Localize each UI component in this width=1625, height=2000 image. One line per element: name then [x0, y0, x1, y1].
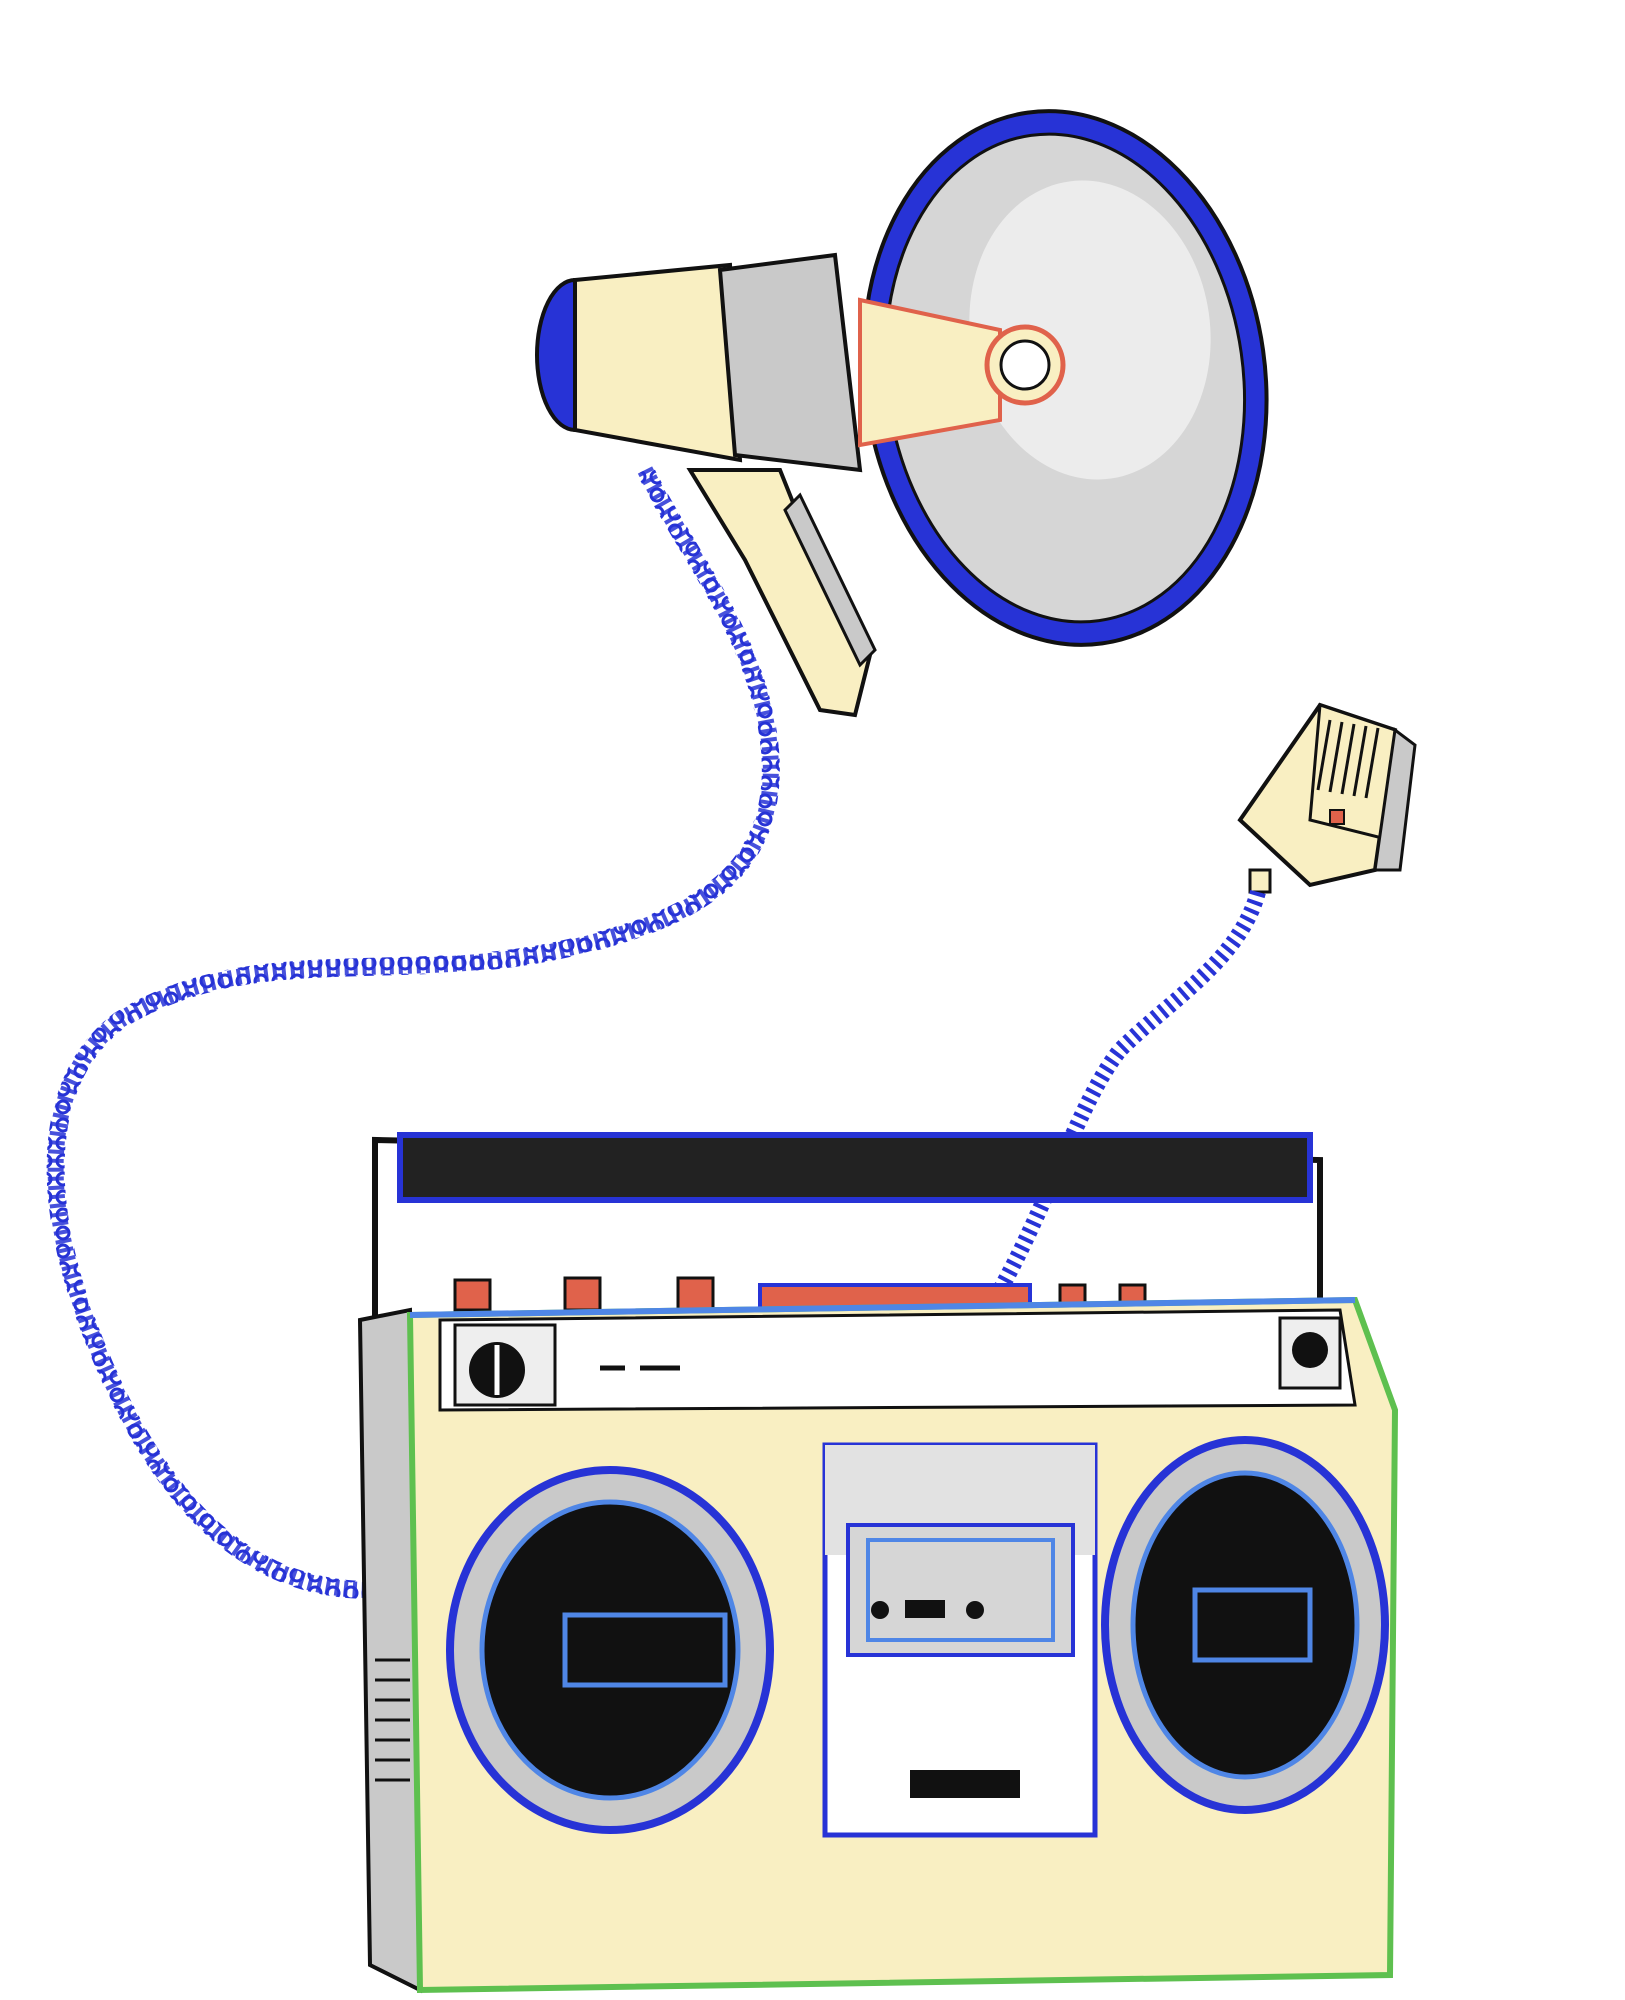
boombox-button-1 — [453, 1278, 492, 1312]
megaphone-driver-center — [999, 339, 1051, 391]
boombox-right-switch — [1292, 1332, 1328, 1368]
boombox-button-3 — [676, 1276, 715, 1312]
left-speaker-cone — [479, 1499, 741, 1801]
right-speaker-cone — [1130, 1470, 1360, 1780]
microphone-side — [1373, 727, 1417, 872]
megaphone-trigger — [783, 492, 877, 668]
megaphone-neck — [717, 252, 863, 473]
megaphone-handle — [686, 468, 873, 718]
right-speaker-label — [1192, 1587, 1313, 1663]
speaker-icon-left — [446, 1466, 774, 1834]
microphone-icon — [1237, 702, 1417, 894]
boombox-button-2 — [563, 1276, 602, 1312]
megaphone-driver — [858, 297, 1002, 448]
microphone-button — [1329, 809, 1345, 825]
microphone-cable — [993, 889, 1266, 1294]
cassette-window — [846, 1523, 1075, 1657]
speaker-icon-right — [1101, 1436, 1389, 1814]
cassette-tape-slot — [905, 1600, 945, 1618]
cassette-reel-left — [871, 1601, 889, 1619]
microphone-plug — [1248, 868, 1272, 894]
megaphone-body — [573, 262, 743, 463]
cassette-reel-right — [966, 1601, 984, 1619]
megaphone-icon — [535, 109, 1269, 718]
boombox-handle-grip — [397, 1132, 1313, 1203]
left-speaker-label — [562, 1612, 728, 1688]
boombox-icon — [357, 1132, 1399, 1994]
cassette-window-inner — [866, 1538, 1055, 1642]
cassette-icon — [822, 1442, 1098, 1838]
boombox-top-edge — [409, 1297, 1356, 1318]
cassette-eject-bar — [910, 1770, 1020, 1798]
boombox-side-vents — [375, 1658, 410, 1782]
coiled-cable-loops — [47, 466, 779, 1598]
boombox-control-strip — [438, 1308, 1357, 1412]
microphone-grille — [1316, 719, 1380, 799]
